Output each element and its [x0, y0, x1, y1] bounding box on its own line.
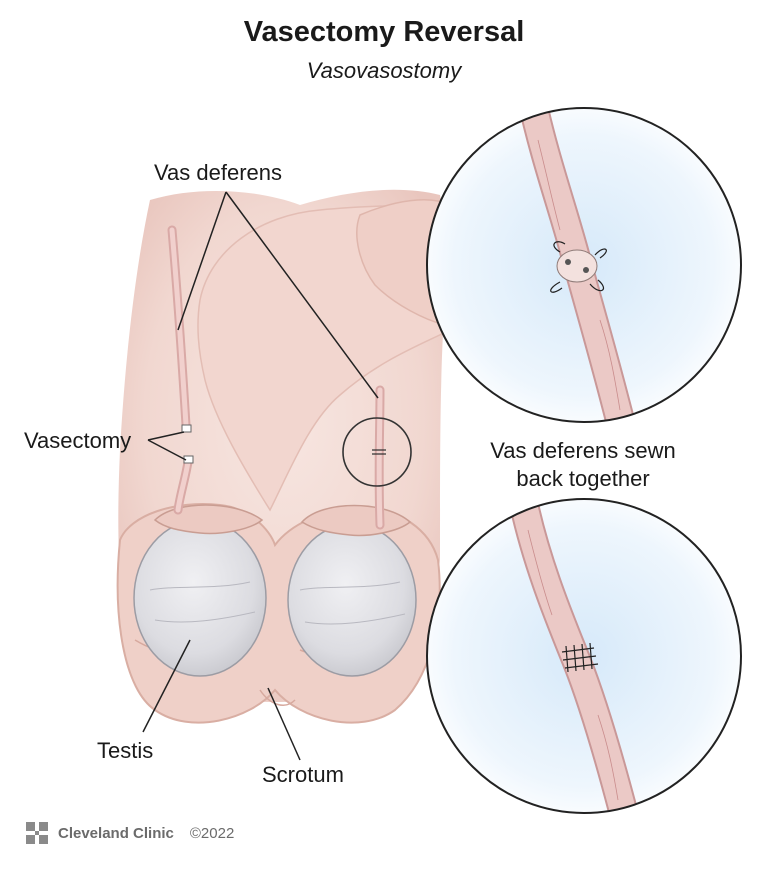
- testis-left: [133, 504, 267, 677]
- inset-bottom: [426, 498, 742, 814]
- footer: Cleveland Clinic ©2022: [26, 822, 234, 844]
- inset-caption: Vas deferens sewn back together: [458, 437, 708, 493]
- cleveland-clinic-logo-icon: [26, 822, 48, 844]
- page-subtitle: Vasovasostomy: [306, 58, 462, 83]
- label-testis: Testis: [97, 738, 154, 763]
- footer-brand: Cleveland Clinic: [58, 824, 174, 842]
- footer-copyright: ©2022: [189, 824, 235, 842]
- zoom-marker-circle: [342, 417, 412, 487]
- vas-left: [167, 225, 194, 515]
- vas-right: [372, 385, 386, 530]
- inset-top: [426, 107, 742, 423]
- label-scrotum: Scrotum: [262, 762, 344, 787]
- page-title: Vasectomy Reversal: [243, 16, 525, 48]
- label-vasectomy: Vasectomy: [24, 428, 132, 453]
- caption-line-1: Vas deferens sewn: [490, 438, 676, 463]
- label-vas-deferens: Vas deferens: [154, 160, 283, 185]
- caption-line-2: back together: [516, 466, 650, 491]
- leader-lines: [142, 191, 379, 761]
